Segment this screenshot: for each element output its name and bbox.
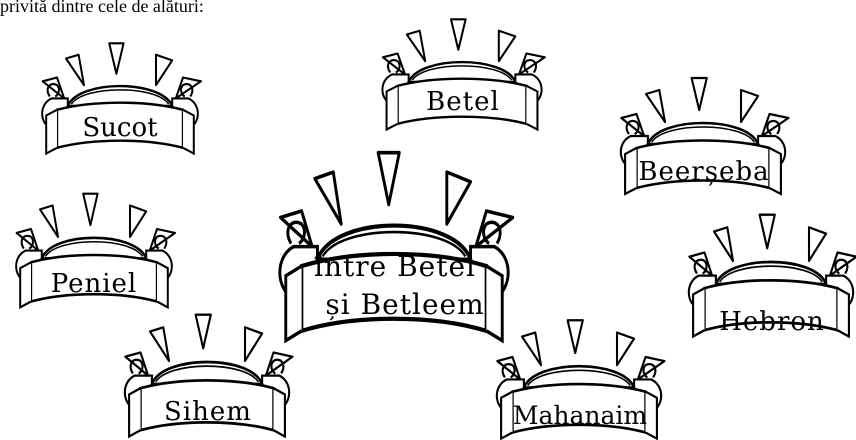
banner-label-beerseba: Beerșeba <box>638 157 769 187</box>
intro-text: privită dintre cele de alături: <box>0 0 204 16</box>
banner-label-center-line2: și Betleem <box>325 288 484 321</box>
banner-label-betel: Betel <box>426 87 500 117</box>
banner-label-sucot: Sucot <box>82 113 158 143</box>
banner-label-hebron: Hebron <box>719 307 825 337</box>
banner-label-center-line1: între Betel <box>314 250 476 283</box>
banner-label-mahanaim: Mahanaim <box>513 401 648 430</box>
banner-label-sihem: Sihem <box>164 397 252 427</box>
banner-label-peniel: Peniel <box>51 269 137 299</box>
